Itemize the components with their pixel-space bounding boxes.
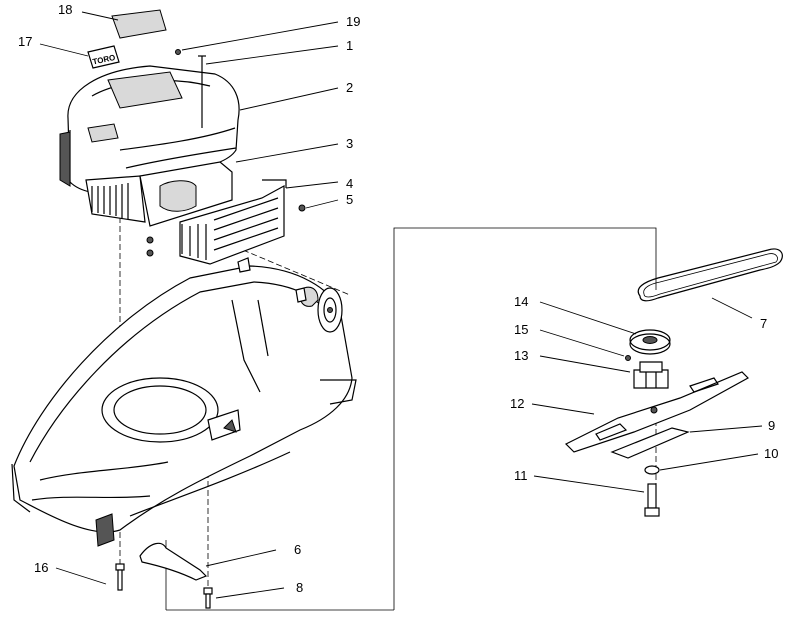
callout-19: 19 xyxy=(346,14,360,29)
stiffener-part-9 xyxy=(610,427,690,459)
pulley-part-14 xyxy=(629,329,671,355)
screw-icon xyxy=(175,49,181,55)
callout-7: 7 xyxy=(760,316,767,331)
leader-lines xyxy=(39,11,763,599)
callout-12: 12 xyxy=(510,396,524,411)
callout-11: 11 xyxy=(514,468,528,483)
callout-6: 6 xyxy=(294,542,301,557)
bracket-part-6 xyxy=(139,542,208,581)
callout-17: 17 xyxy=(18,34,32,49)
toro-logo-part-17: TORO xyxy=(87,45,120,69)
bolt-part-11 xyxy=(644,483,660,517)
callout-2: 2 xyxy=(346,80,353,95)
callout-14: 14 xyxy=(514,294,528,309)
bolt-part-8 xyxy=(203,587,213,609)
blade-adapter-part-13 xyxy=(633,361,669,389)
callout-10: 10 xyxy=(764,446,778,461)
engine-part-2 xyxy=(59,55,240,227)
bolt-icon xyxy=(146,249,154,257)
decal-part-18 xyxy=(111,9,167,39)
callout-3: 3 xyxy=(346,136,353,151)
callout-18: 18 xyxy=(58,2,72,17)
belt-part-7 xyxy=(637,248,783,302)
fitting-icon xyxy=(295,287,307,303)
wheel xyxy=(317,287,343,333)
blade-part-12 xyxy=(564,371,749,453)
key-part-15 xyxy=(625,355,631,361)
fitting-icon xyxy=(237,257,251,273)
callout-16: 16 xyxy=(34,560,48,575)
callout-1: 1 xyxy=(346,38,353,53)
callout-8: 8 xyxy=(296,580,303,595)
washer-part-10 xyxy=(644,465,660,475)
callout-4: 4 xyxy=(346,176,353,191)
callout-15: 15 xyxy=(514,322,528,337)
callout-5: 5 xyxy=(346,192,353,207)
heat-shield-part-4 xyxy=(179,179,287,265)
callout-labels: 18 19 17 1 2 3 4 5 7 14 15 13 12 9 10 11… xyxy=(18,2,778,595)
callout-9: 9 xyxy=(768,418,775,433)
callout-13: 13 xyxy=(514,348,528,363)
nut-icon xyxy=(298,204,306,212)
mower-deck xyxy=(11,265,357,547)
bolt-icon xyxy=(146,236,154,244)
bolt-part-16 xyxy=(115,563,125,591)
